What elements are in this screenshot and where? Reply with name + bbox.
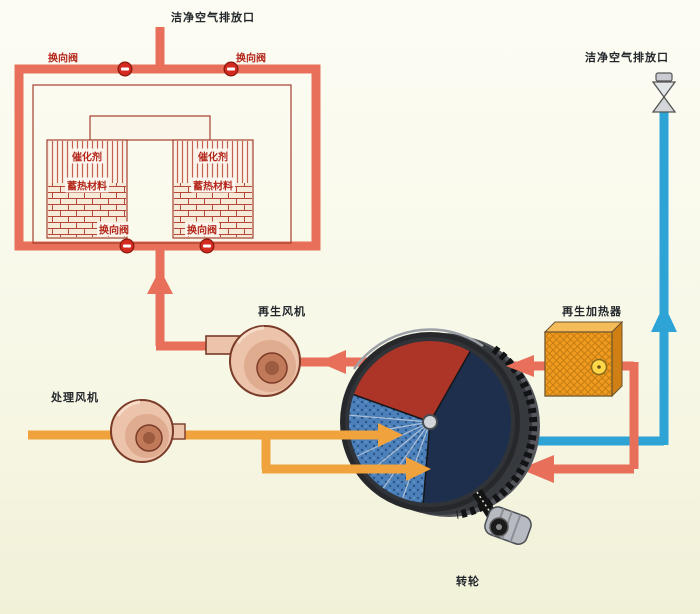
label-right-clean-air-outlet: 洁净空气排放口 (585, 52, 669, 64)
label-catalyst-left: 催化剂 (70, 148, 104, 164)
flow-arrow-icon (378, 423, 403, 447)
wheel-sector-navy (423, 350, 514, 506)
regen-heater (543, 320, 624, 398)
exhaust-valve-icon (651, 72, 677, 113)
rto-casing (32, 84, 292, 244)
rto-bridge-duct (89, 115, 211, 141)
label-rto-clean-air-outlet: 洁净空气排放口 (171, 12, 255, 24)
label-regen-heater: 再生加热器 (562, 306, 622, 318)
reversing-valve-icon (199, 238, 215, 254)
flow-arrow-icon (318, 350, 346, 374)
rotary-wheel (340, 328, 540, 519)
flow-arrow-icon (520, 455, 554, 483)
label-reversing-valve-top-right: 换向阀 (236, 53, 266, 65)
reversing-valve-icon (117, 61, 133, 77)
flow-arrow-icon (406, 457, 431, 481)
reversing-valve-icon (119, 238, 135, 254)
flow-arrow-icon (506, 355, 534, 377)
label-reversing-valve-top-left: 换向阀 (48, 53, 78, 65)
label-reversing-valve-bottom-left: 换向阀 (97, 221, 131, 237)
rto-unit (14, 27, 321, 351)
label-process-fan: 处理风机 (51, 392, 99, 404)
process-air-pipes (28, 423, 431, 481)
flow-arrow-icon (147, 269, 173, 294)
label-catalyst-right: 催化剂 (196, 148, 230, 164)
process-fan (110, 399, 186, 463)
drive-motor (472, 489, 532, 545)
label-heat-storage-left: 蓄热材料 (65, 177, 109, 193)
label-rotor: 转轮 (456, 576, 480, 588)
label-reversing-valve-bottom-right: 换向阀 (185, 221, 219, 237)
label-heat-storage-right: 蓄热材料 (191, 177, 235, 193)
label-regen-fan: 再生风机 (258, 306, 306, 318)
wheel-belt-groove (456, 345, 538, 519)
regen-fan (205, 325, 301, 397)
flow-arrow-icon (651, 304, 677, 332)
wheel-hub (422, 414, 438, 430)
reversing-valve-icon (223, 61, 239, 77)
